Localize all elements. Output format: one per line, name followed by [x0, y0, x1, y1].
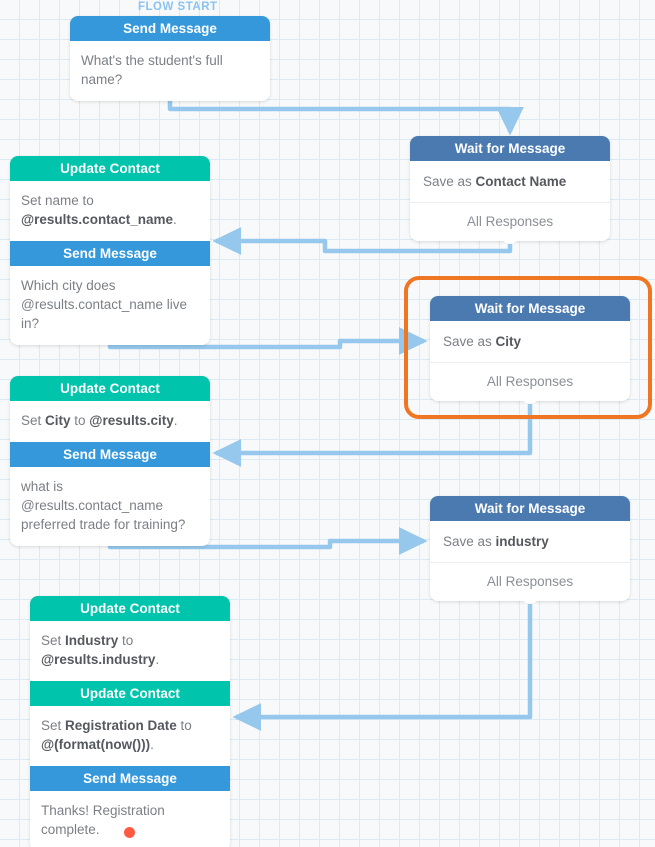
save-as-value: City: [495, 334, 522, 349]
node-stack-final[interactable]: Update Contact Set Industry to @results.…: [30, 596, 230, 847]
node-header-send-message[interactable]: Send Message: [70, 16, 270, 41]
save-as-prefix: Save as: [443, 334, 496, 349]
set-prefix: Set name to: [21, 193, 94, 208]
node-header-wait-for-message[interactable]: Wait for Message: [430, 296, 630, 321]
node-body-text: Which city does @results.contact_name li…: [21, 278, 188, 331]
node-body-update-contact: Set City to @results.city.: [10, 401, 210, 442]
set-value: @results.contact_name: [21, 212, 173, 227]
node-header-update-contact[interactable]: Update Contact: [30, 596, 230, 621]
node-header-wait-for-message[interactable]: Wait for Message: [430, 496, 630, 521]
node-body-text: Thanks! Registration complete.: [41, 803, 165, 837]
port-out-wait-3[interactable]: [522, 595, 538, 604]
node-wait-for-message-contact-name[interactable]: Wait for Message Save as Contact Name Al…: [410, 136, 610, 241]
node-rule-all-responses[interactable]: All Responses: [430, 362, 630, 401]
set-value: @results.city: [89, 413, 174, 428]
set-mid: to: [118, 633, 134, 648]
node-body-update-contact: Set name to @results.contact_name.: [10, 181, 210, 241]
flow-start-label: FLOW START: [138, 1, 218, 13]
node-body-save-as: Save as City: [430, 321, 630, 362]
node-body-text: What's the student's full name?: [81, 53, 223, 87]
node-wait-for-message-city[interactable]: Wait for Message Save as City All Respon…: [430, 296, 630, 401]
node-body-update-contact: Set Registration Date to @(format(now())…: [30, 706, 230, 766]
save-as-prefix: Save as: [443, 534, 496, 549]
flow-end-dot[interactable]: [124, 827, 135, 838]
set-field: City: [45, 413, 71, 428]
save-as-prefix: Save as: [423, 174, 476, 189]
set-suffix: .: [155, 652, 160, 667]
node-body-update-contact: Set Industry to @results.industry.: [30, 621, 230, 681]
node-header-update-contact[interactable]: Update Contact: [10, 156, 210, 181]
set-prefix: Set: [41, 633, 66, 648]
set-suffix: .: [172, 212, 177, 227]
set-mid: to: [70, 413, 90, 428]
set-suffix: .: [150, 737, 154, 752]
port-out-wait-1[interactable]: [502, 235, 518, 244]
node-header-update-contact[interactable]: Update Contact: [30, 681, 230, 706]
node-wait-for-message-industry[interactable]: Wait for Message Save as industry All Re…: [430, 496, 630, 601]
set-prefix: Set: [41, 718, 66, 733]
node-header-send-message[interactable]: Send Message: [10, 442, 210, 467]
node-body-text: what is @results.contact_name preferred …: [21, 479, 186, 532]
node-header-send-message[interactable]: Send Message: [30, 766, 230, 791]
set-field: Industry: [65, 633, 119, 648]
set-field: Registration Date: [65, 718, 177, 733]
node-body-save-as: Save as Contact Name: [410, 161, 610, 202]
set-suffix: .: [173, 413, 178, 428]
set-value: @results.industry: [41, 652, 156, 667]
node-body-save-as: Save as industry: [430, 521, 630, 562]
node-rule-all-responses[interactable]: All Responses: [430, 562, 630, 601]
node-send-message-1[interactable]: Send Message What's the student's full n…: [70, 16, 270, 101]
save-as-value: Contact Name: [475, 174, 567, 189]
set-value: @(format(now())): [41, 737, 151, 752]
save-as-value: industry: [495, 534, 549, 549]
node-header-wait-for-message[interactable]: Wait for Message: [410, 136, 610, 161]
node-stack-update-send-2[interactable]: Update Contact Set City to @results.city…: [10, 376, 210, 546]
set-prefix: Set: [21, 413, 46, 428]
node-header-update-contact[interactable]: Update Contact: [10, 376, 210, 401]
set-mid: to: [176, 718, 192, 733]
node-header-send-message[interactable]: Send Message: [10, 241, 210, 266]
node-stack-update-send-1[interactable]: Update Contact Set name to @results.cont…: [10, 156, 210, 345]
node-rule-all-responses[interactable]: All Responses: [410, 202, 610, 241]
